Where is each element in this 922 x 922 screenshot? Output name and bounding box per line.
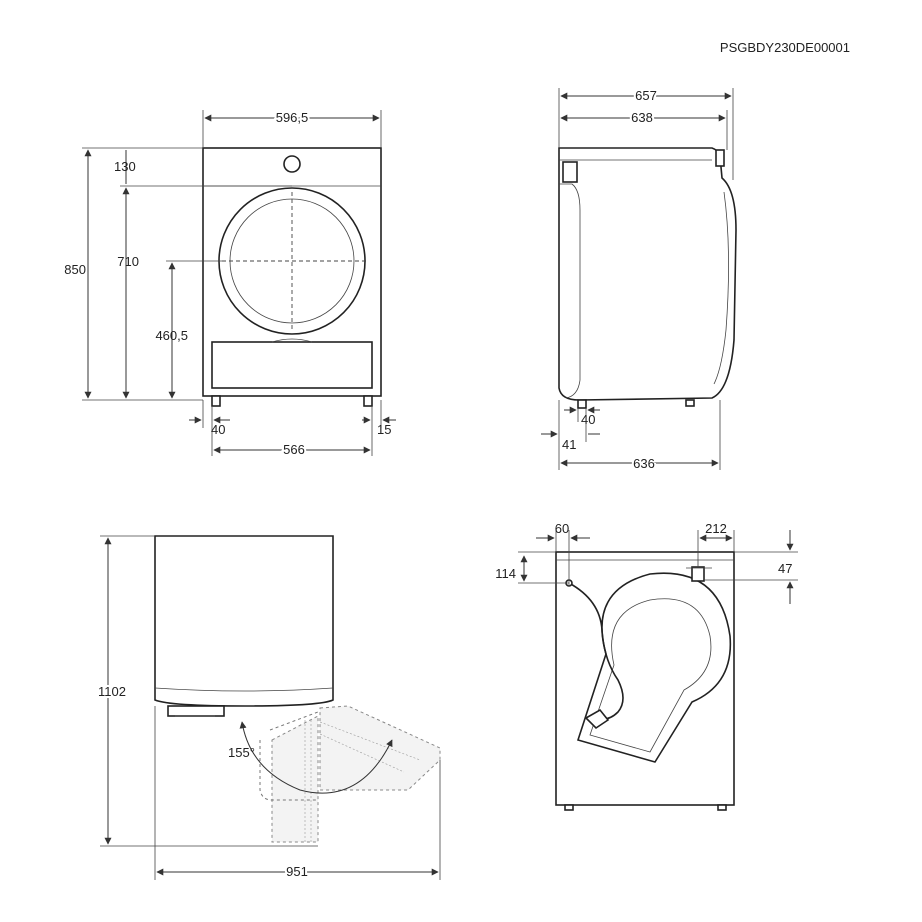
dim-feet-span: 566 (283, 442, 305, 457)
dim-door-center: 460,5 (155, 328, 188, 343)
dim-rear-left-height: 114 (495, 566, 516, 581)
dim-rear-offset: 41 (562, 437, 576, 452)
dim-rear-left: 60 (555, 521, 569, 536)
inlet-connector (691, 566, 705, 582)
front-view: 596,5 850 710 130 460,5 40 15 566 (64, 108, 396, 459)
rear-foot-right (717, 804, 727, 811)
dim-depth-base: 636 (633, 456, 655, 471)
door-swing-ghost (319, 705, 441, 791)
dim-rear-right: 212 (705, 521, 727, 536)
foot-right (363, 395, 373, 407)
door-open-ghost (271, 715, 319, 843)
side-view: 657 638 40 41 636 (541, 86, 737, 473)
dim-door-angle: 155° (228, 745, 255, 760)
top-body (154, 535, 334, 707)
dim-front-width: 596,5 (276, 110, 309, 125)
rear-foot-left (564, 804, 574, 811)
rear-view: 60 212 114 47 (495, 521, 798, 811)
side-body (558, 147, 737, 401)
dim-height-total: 850 (64, 262, 86, 277)
swing-arc (239, 721, 393, 794)
dim-open-height: 1102 (98, 684, 126, 699)
side-foot-right (685, 399, 695, 407)
drain-hose (568, 582, 624, 720)
document-code: PSGBDY230DE00001 (720, 40, 850, 55)
dim-foot-right: 15 (377, 422, 391, 437)
dim-depth-total: 657 (635, 88, 657, 103)
dim-door-top: 710 (117, 254, 139, 269)
program-knob (283, 155, 301, 173)
side-foot-left (577, 399, 587, 409)
dim-open-depth: 951 (286, 864, 308, 879)
dim-depth-body: 638 (631, 110, 653, 125)
dim-top-offset: 130 (114, 159, 136, 174)
dim-foot-left: 40 (211, 422, 225, 437)
door-open-view: 155° 1102 951 (96, 535, 441, 881)
dim-rear-right-height: 47 (778, 561, 792, 576)
filter-panel (211, 341, 373, 389)
dim-side-foot: 40 (581, 412, 595, 427)
foot-left (211, 395, 221, 407)
